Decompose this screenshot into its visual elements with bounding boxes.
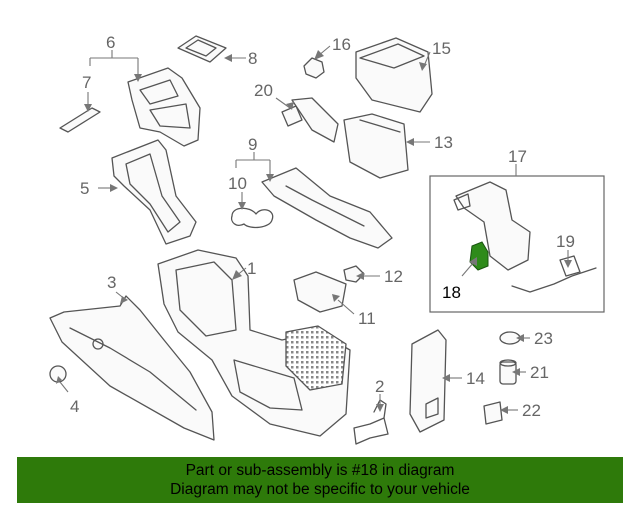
part-11-tray <box>293 271 347 313</box>
callout-10: 10 <box>228 174 247 193</box>
callout-7: 7 <box>82 73 91 92</box>
callout-8: 8 <box>248 49 257 68</box>
part-16-clip <box>303 57 325 79</box>
callout-3: 3 <box>107 273 116 292</box>
part-14-end-panel <box>409 329 447 433</box>
callout-5: 5 <box>80 179 89 198</box>
part-6-shift-bezel <box>127 67 201 147</box>
part-10-cup-ring <box>230 207 274 229</box>
banner-line-disclaimer: Diagram may not be specific to your vehi… <box>170 481 470 498</box>
callout-18: 18 <box>442 283 461 302</box>
part-8-bezel <box>177 35 227 63</box>
part-22-connector <box>483 401 503 425</box>
callout-1: 1 <box>247 259 256 278</box>
banner-line-part: Part or sub-assembly is #18 in diagram <box>185 462 455 479</box>
callout-16: 16 <box>332 35 351 54</box>
callout-12: 12 <box>384 267 403 286</box>
callout-4: 4 <box>70 397 79 416</box>
part-3-side-panel <box>49 295 215 441</box>
callout-9: 9 <box>248 135 257 154</box>
callout-6: 6 <box>106 33 115 52</box>
part-1-console-body <box>157 249 351 437</box>
callout-21: 21 <box>530 363 549 382</box>
callout-17: 17 <box>508 147 527 166</box>
callout-23: 23 <box>534 329 553 348</box>
callout-11: 11 <box>358 309 376 328</box>
part-2-bracket <box>353 399 389 445</box>
callout-15: 15 <box>432 39 451 58</box>
part-17-inset <box>429 175 605 313</box>
parts-diagram: 1 2 3 4 5 6 7 8 9 10 11 12 13 14 15 16 1… <box>49 33 605 445</box>
callout-22: 22 <box>522 401 541 420</box>
part-5-side-trim <box>111 139 197 245</box>
callout-19: 19 <box>556 232 575 251</box>
info-banner: Part or sub-assembly is #18 in diagram D… <box>17 457 623 503</box>
callout-14: 14 <box>466 369 485 388</box>
callout-2: 2 <box>375 377 384 396</box>
leader-lines <box>56 45 572 414</box>
part-13-storage-bin <box>343 113 409 179</box>
callout-13: 13 <box>434 133 453 152</box>
part-18-highlighted <box>469 241 489 271</box>
part-9-top-panel <box>261 167 393 249</box>
part-20-bracket <box>281 97 339 143</box>
part-15-armrest-lid <box>355 37 433 113</box>
callout-labels: 1 2 3 4 5 6 7 8 9 10 11 12 13 14 15 16 1… <box>70 33 575 420</box>
callout-20: 20 <box>254 81 273 100</box>
part-7-trim-strip <box>59 107 101 133</box>
